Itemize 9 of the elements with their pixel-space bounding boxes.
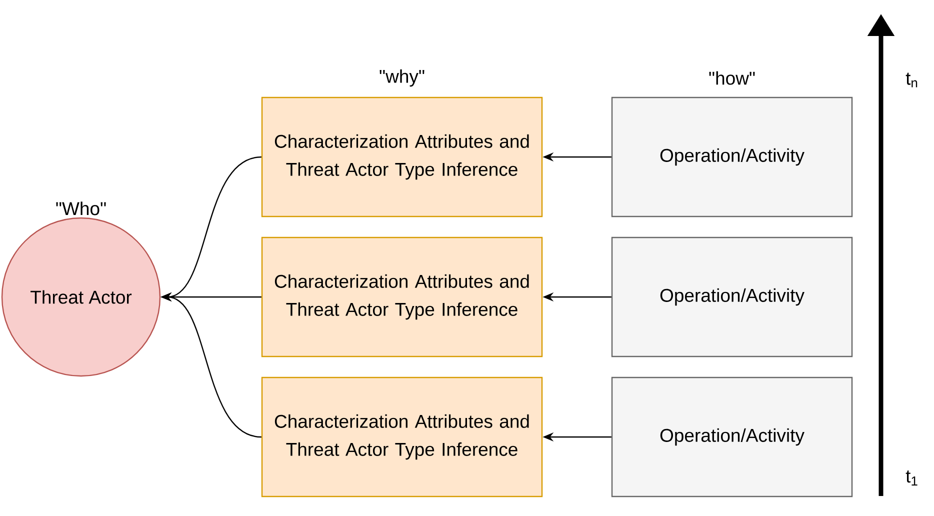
time-label: t$_{n}$ [906,72,918,88]
attribute-box: Characterization Attributes and Threat Actor Type Inference [261,236,543,358]
activity-box: Operation/Activity [611,236,853,358]
heading: "Who" [56,202,106,216]
attribute-box: Characterization Attributes and Threat Actor Type Inference [261,96,543,218]
attribute-box: Characterization Attributes and Threat Actor Type Inference [261,376,543,498]
activity-box: Operation/Activity [611,96,853,218]
time-label: t$_{1}$ [906,470,918,486]
activity-box: Operation/Activity [611,376,853,498]
